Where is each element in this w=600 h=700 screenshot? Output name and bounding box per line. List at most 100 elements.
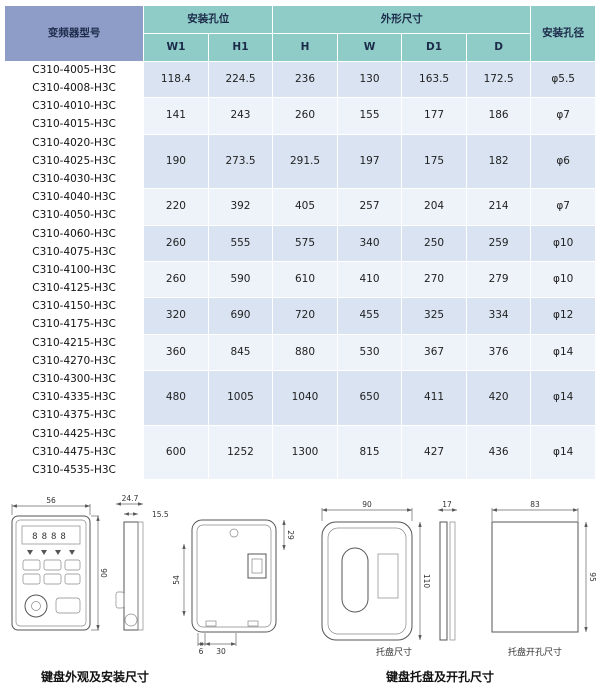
dimension-cell: 260 — [143, 261, 209, 299]
cutout-label: 托盘开孔尺寸 — [508, 646, 562, 658]
dimension-cell: 455 — [336, 297, 403, 335]
dimension-cell: 190 — [143, 133, 209, 190]
table-row: C310-4075-H3C — [3, 242, 596, 263]
potentiometer-knob — [24, 594, 48, 618]
model-cell: C310-4425-H3C — [3, 424, 145, 444]
table-row: C310-4335-H3C — [3, 388, 596, 408]
dimension-cell: 555 — [207, 224, 274, 263]
col-header-model: 变频器型号 — [3, 5, 145, 62]
dimension-cell: 175 — [401, 133, 467, 190]
dimension-cell: 600 — [143, 424, 209, 481]
dimension-cell: 130 — [336, 60, 403, 99]
col-header-w1: W1 — [143, 33, 209, 62]
dim-side-depth: 24.7 — [122, 494, 139, 503]
model-cell: C310-4010-H3C — [3, 97, 145, 117]
model-cell: C310-4535-H3C — [3, 461, 145, 481]
dim-tray-height: 110 — [422, 574, 431, 589]
caption-tray: 键盘托盘及开孔尺寸 — [385, 670, 494, 685]
dimension-cell: 214 — [465, 188, 532, 226]
dim-cutout-height: 95 — [588, 573, 597, 583]
model-cell: C310-4125-H3C — [3, 279, 145, 299]
hole-diameter-cell: φ5.5 — [530, 60, 596, 99]
dimension-cell: 845 — [207, 333, 274, 372]
dimension-cell: 224.5 — [207, 60, 274, 99]
model-cell: C310-4008-H3C — [3, 79, 145, 99]
model-cell: C310-4300-H3C — [3, 370, 145, 390]
hole-diameter-cell: φ10 — [530, 261, 596, 299]
dim-tray-width: 90 — [362, 500, 372, 509]
model-cell: C310-4150-H3C — [3, 297, 145, 317]
dimension-cell: 155 — [336, 97, 403, 135]
dimension-cell: 257 — [336, 188, 403, 226]
model-cell: C310-4100-H3C — [3, 261, 145, 281]
model-cell: C310-4005-H3C — [3, 60, 145, 81]
hole-diameter-cell: φ7 — [530, 97, 596, 135]
col-group-mounting-holes: 安装孔位 — [143, 5, 274, 34]
table-row: C310-4008-H3C — [3, 79, 596, 99]
col-header-h1: H1 — [207, 33, 274, 62]
model-cell: C310-4475-H3C — [3, 442, 145, 463]
table-row: C310-4375-H3C — [3, 406, 596, 426]
dimension-cell: 163.5 — [401, 60, 467, 99]
dim-cutout-width: 83 — [530, 500, 540, 509]
dimension-cell: 436 — [465, 424, 532, 481]
keypad-rear-view: 29 54 6 30 — [172, 519, 295, 656]
dimension-cell: 720 — [272, 297, 338, 335]
table-row: C310-4125-H3C — [3, 279, 596, 299]
dimension-cell: 880 — [272, 333, 338, 372]
col-header-hole-diameter: 安装孔径 — [530, 5, 596, 62]
dimension-cell: 250 — [401, 224, 467, 263]
model-cell: C310-4050-H3C — [3, 206, 145, 226]
dimension-cell: 334 — [465, 297, 532, 335]
model-cell: C310-4060-H3C — [3, 224, 145, 244]
dimension-cell: 260 — [272, 97, 338, 135]
dimension-cell: 1040 — [272, 370, 338, 426]
dim-rear-left: 54 — [172, 575, 181, 585]
dimension-cell: 177 — [401, 97, 467, 135]
dimension-cell: 480 — [143, 370, 209, 426]
dim-front-width: 56 — [46, 496, 56, 505]
dimension-cell: 141 — [143, 97, 209, 135]
dim-tray-side-depth: 17 — [442, 500, 452, 509]
model-cell: C310-4030-H3C — [3, 170, 145, 190]
dimension-cell: 270 — [401, 261, 467, 299]
dimension-cell: 220 — [143, 188, 209, 226]
table-row: C310-4535-H3C — [3, 461, 596, 481]
tray-cutout-view: 83 95 托盘开孔尺寸 — [491, 500, 597, 658]
dimension-cell: 427 — [401, 424, 467, 481]
dimension-cell: 340 — [336, 224, 403, 263]
dim-front-height: 90 — [99, 569, 108, 579]
dimension-cell: 420 — [465, 370, 532, 426]
dimension-cell: 411 — [401, 370, 467, 426]
rj45-connector — [247, 553, 267, 579]
tray-side-view: 17 — [438, 500, 457, 641]
dimension-cell: 815 — [336, 424, 403, 481]
header-row-1: 变频器型号 安装孔位 外形尺寸 安装孔径 — [3, 5, 596, 62]
model-cell: C310-4335-H3C — [3, 388, 145, 408]
dimension-cell: 690 — [207, 297, 274, 335]
dimension-cell: 392 — [207, 188, 274, 226]
dimension-cell: 273.5 — [207, 133, 274, 190]
col-header-h: H — [272, 33, 338, 62]
table-row: C310-4030-H3C — [3, 170, 596, 190]
hole-diameter-cell: φ10 — [530, 224, 596, 263]
dimension-cell: 325 — [401, 297, 467, 335]
dimension-cell: 376 — [465, 333, 532, 372]
dimension-cell: 320 — [143, 297, 209, 335]
dimension-cell: 360 — [143, 333, 209, 372]
dimension-cell: 590 — [207, 261, 274, 299]
dim-rear-right: 29 — [286, 531, 295, 541]
dimension-cell: 367 — [401, 333, 467, 372]
run-button — [55, 597, 81, 614]
hole-diameter-cell: φ14 — [530, 370, 596, 426]
